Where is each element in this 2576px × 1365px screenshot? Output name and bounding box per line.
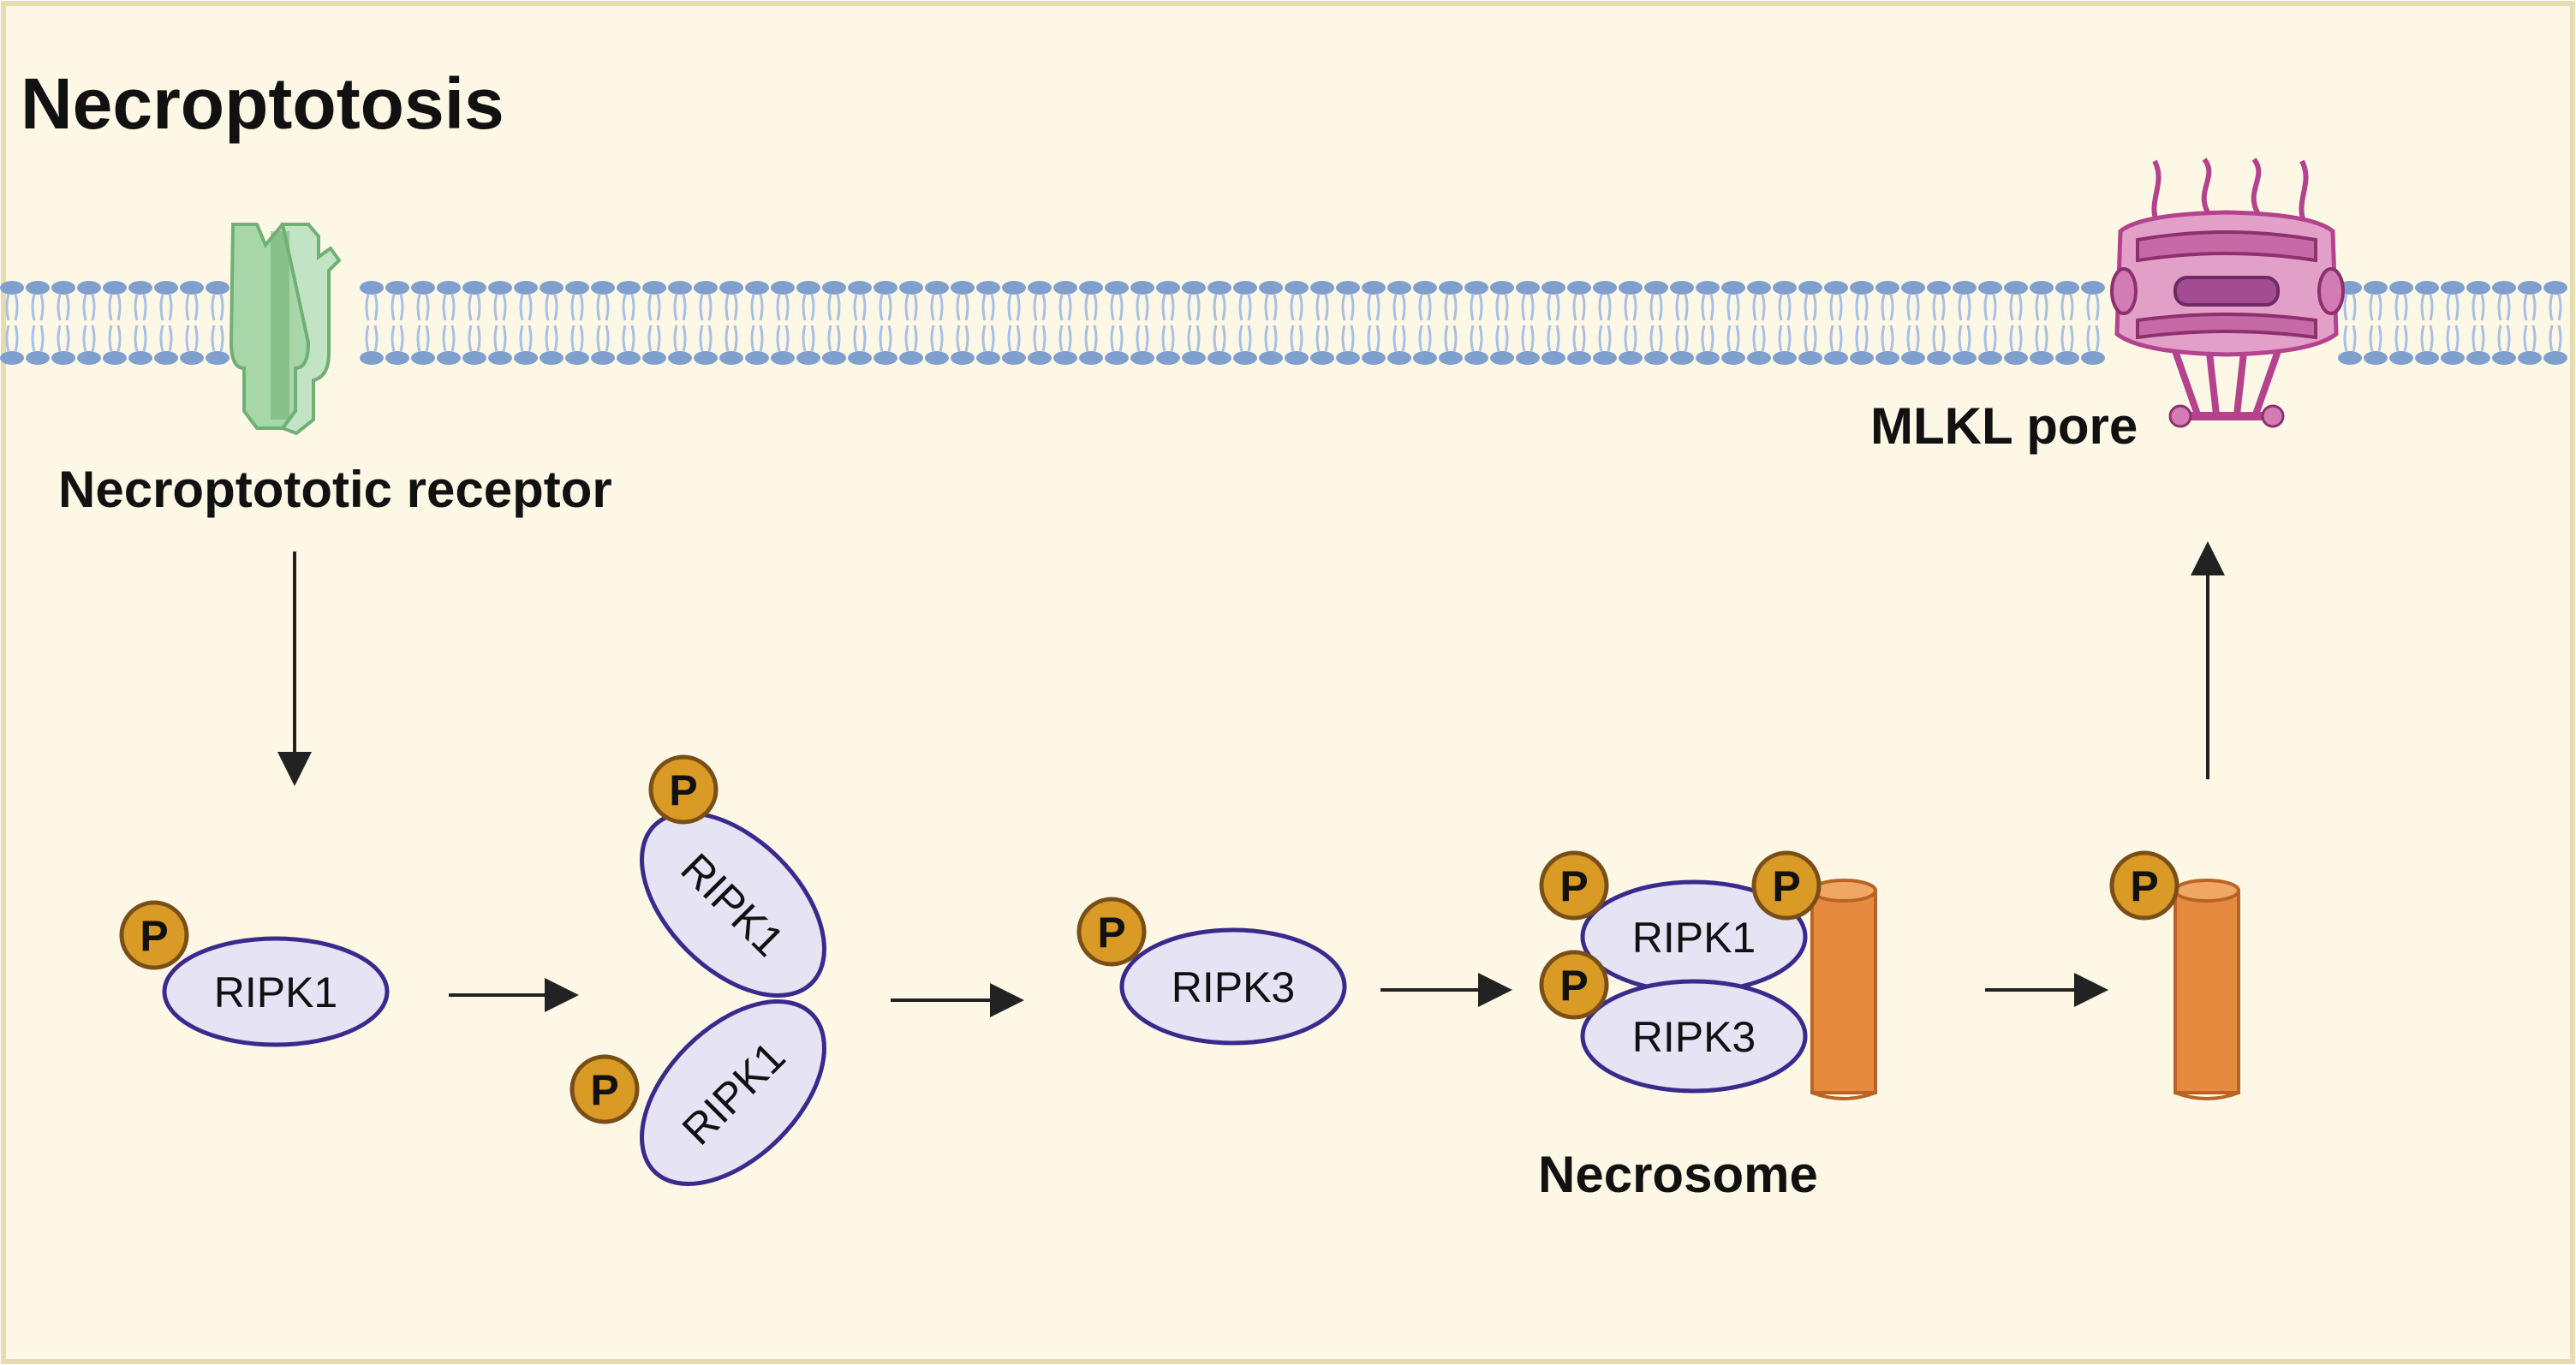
necrosome-label: Necrosome [1538, 1146, 1818, 1203]
svg-text:RIPK1: RIPK1 [1632, 914, 1756, 962]
phosphate-group-icon: P [569, 1054, 640, 1124]
ripk1-protein-upper: RIPK1 [640, 811, 826, 998]
ripk3-protein: RIPK3 [1119, 927, 1347, 1046]
phosphate-group-icon: P [2109, 850, 2179, 921]
phosphate-group-icon: P [1076, 897, 1147, 967]
svg-text:RIPK1: RIPK1 [214, 969, 338, 1016]
phosphate-group-icon: P [648, 754, 719, 825]
ripk1-protein-necrosome: RIPK1 [1580, 879, 1808, 994]
svg-text:P: P [1097, 909, 1125, 957]
svg-text:P: P [590, 1066, 618, 1114]
phosphate-group-icon: P [1539, 850, 1609, 921]
ripk1-protein: RIPK1 [162, 936, 390, 1047]
svg-text:P: P [1559, 862, 1588, 910]
svg-text:P: P [1559, 962, 1588, 1010]
svg-text:P: P [1772, 862, 1800, 910]
mlkl-cylinder-icon [2174, 879, 2240, 1100]
svg-text:P: P [669, 766, 697, 814]
svg-text:P: P [140, 912, 168, 960]
diagram-title: Necroptotosis [21, 63, 504, 144]
receptor-label: Necroptototic receptor [58, 461, 612, 518]
ripk3-protein-necrosome: RIPK3 [1580, 979, 1808, 1094]
cell-membrane [0, 281, 2567, 365]
ripk1-protein-lower: RIPK1 [640, 999, 826, 1186]
transmembrane-receptor-icon [229, 223, 342, 436]
mlkl-cylinder-icon [1810, 879, 1877, 1100]
phosphate-group-icon: P [1751, 850, 1822, 921]
phosphate-group-icon: P [1539, 950, 1609, 1020]
mlkl-pore-label: MLKL pore [1870, 397, 2138, 455]
svg-text:RIPK3: RIPK3 [1632, 1013, 1756, 1061]
phosphate-group-icon: P [119, 900, 189, 970]
svg-text:RIPK3: RIPK3 [1172, 963, 1296, 1011]
mlkl-pore-icon [2110, 158, 2345, 428]
svg-text:P: P [2130, 862, 2158, 910]
